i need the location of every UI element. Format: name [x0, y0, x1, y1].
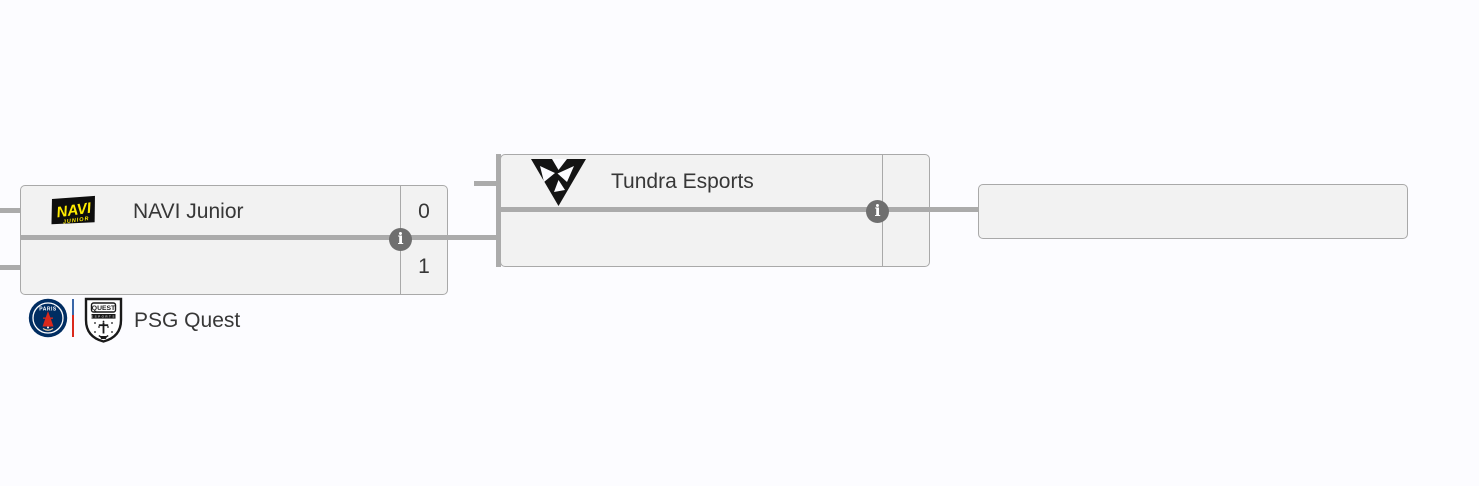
connector-line — [496, 154, 501, 267]
team-name[interactable]: PSG Quest — [134, 309, 241, 332]
team-row-navi-junior[interactable]: NAVI JUNIOR NAVI Junior — [21, 186, 400, 237]
info-icon-glyph: i — [397, 229, 404, 248]
team-row-tbd — [501, 210, 882, 266]
team-name[interactable]: Tundra Esports — [611, 170, 754, 193]
team-row-tundra-esports[interactable]: Tundra Esports — [501, 155, 882, 209]
navi-junior-logo-text: JUNIOR — [63, 216, 90, 226]
psg-logo-icon[interactable]: PARIS — [28, 298, 68, 338]
match-divider-line — [20, 235, 501, 240]
tundra-esports-logo-icon[interactable] — [530, 157, 587, 207]
psg-logo-text: PARIS — [39, 307, 57, 313]
team-row-psg-quest[interactable]: PARIS QUEST ESPORTS — [21, 237, 400, 343]
psg-quest-separator — [72, 299, 74, 337]
match-card-final-slot — [978, 184, 1408, 239]
team-score: 1 — [418, 255, 430, 278]
navi-junior-logo-icon[interactable]: NAVI JUNIOR — [47, 190, 101, 234]
team-name[interactable]: NAVI Junior — [133, 200, 244, 223]
match-divider-line — [500, 207, 978, 212]
quest-esports-logo-text: ESPORTS — [91, 315, 116, 319]
team-score: 0 — [418, 200, 430, 223]
team-score — [883, 155, 929, 209]
match-info-icon[interactable]: i — [389, 228, 412, 251]
quest-logo-text: QUEST — [92, 305, 116, 312]
team-score — [883, 209, 929, 265]
navi-logo-text: NAVI — [55, 200, 93, 222]
connector-line — [0, 265, 20, 270]
quest-logo-icon[interactable]: QUEST ESPORTS — [83, 296, 124, 343]
connector-line — [474, 181, 501, 186]
info-icon-glyph: i — [874, 201, 881, 220]
match-info-icon[interactable]: i — [866, 200, 889, 223]
connector-line — [0, 208, 20, 213]
match-card-round1: NAVI JUNIOR NAVI Junior PARIS QUEST — [20, 185, 448, 343]
